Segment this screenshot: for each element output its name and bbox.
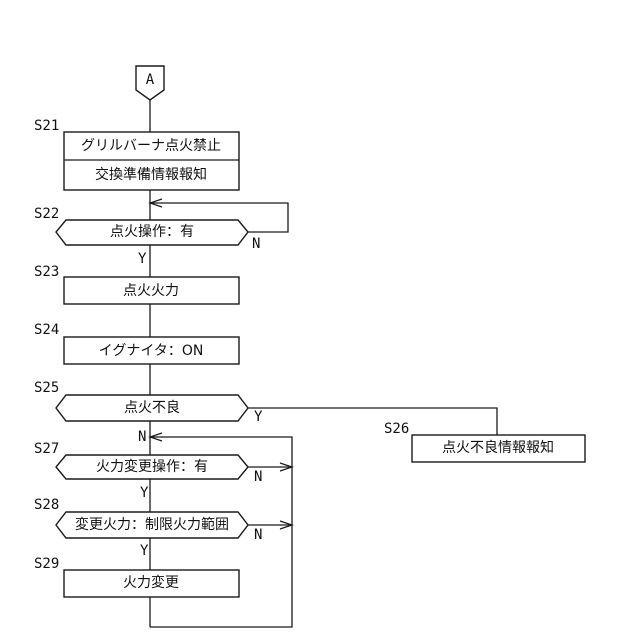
step-label-s25: S25	[34, 380, 59, 396]
process-text-s26: 点火不良情報報知	[442, 439, 554, 456]
step-label-s23: S23	[34, 264, 59, 280]
flow-line-s25-yes	[248, 408, 497, 435]
process-text-s21-line1: グリルバーナ点火禁止	[81, 138, 221, 154]
step-label-s28: S28	[34, 497, 59, 513]
decision-text-s22: 点火操作：有	[110, 224, 194, 240]
branch-label-s25-no: N	[138, 429, 146, 445]
branch-label-s28-yes: Y	[140, 543, 149, 559]
branch-label-s22-yes: Y	[138, 251, 147, 267]
step-label-s29: S29	[34, 556, 59, 572]
process-text-s24: イグナイタ：ON	[99, 343, 204, 359]
decision-text-s25: 点火不良	[124, 400, 180, 416]
step-label-s22: S22	[34, 206, 59, 222]
decision-text-s27: 火力変更操作：有	[96, 458, 208, 475]
branch-label-s27-yes: Y	[140, 485, 149, 501]
process-text-s29: 火力変更	[123, 574, 179, 591]
step-label-s27: S27	[34, 441, 59, 457]
branch-label-s28-no: N	[254, 527, 262, 543]
step-label-s26: S26	[384, 421, 409, 437]
process-text-s23: 点火火力	[123, 283, 179, 299]
branch-label-s25-yes: Y	[254, 409, 263, 425]
decision-text-s28: 変更火力：制限火力範囲	[75, 516, 229, 533]
step-label-s21: S21	[34, 118, 59, 134]
step-label-s24: S24	[34, 322, 59, 338]
connector-a-label: A	[146, 72, 155, 88]
branch-label-s22-no: N	[252, 236, 260, 252]
process-text-s21-line2: 交換準備情報報知	[95, 166, 207, 183]
branch-label-s27-no: N	[254, 469, 262, 485]
